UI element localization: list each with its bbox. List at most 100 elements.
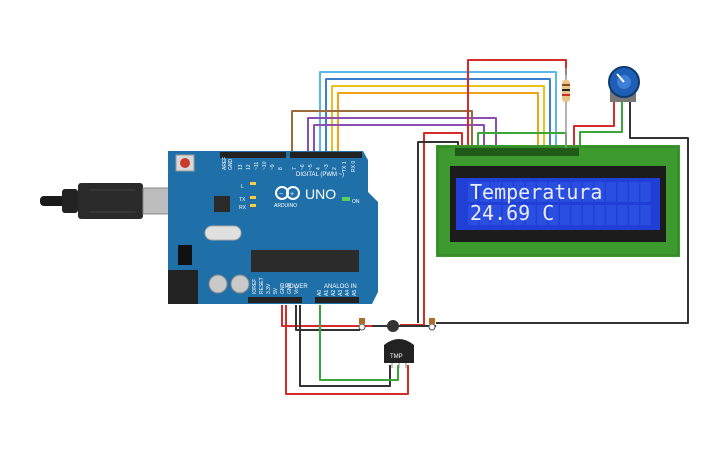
lcd-cell: [617, 182, 628, 202]
tmp-sensor[interactable]: TMP: [384, 339, 414, 368]
on-label: ON: [352, 199, 360, 205]
digital-label: DIGITAL (PWM ~): [296, 172, 344, 178]
pin-label: AREF: [222, 157, 228, 170]
pin-label: 3.3V: [266, 283, 272, 294]
pin-label: Vin: [294, 287, 300, 294]
rx-label: RX: [239, 205, 247, 211]
board-model: UNO: [305, 186, 336, 202]
pin-label: ~5: [308, 164, 314, 170]
lcd-cell: [502, 205, 513, 225]
pin-label: 2: [332, 167, 338, 170]
arduino-logo-icon: − +: [275, 186, 300, 200]
pin-label: 8: [278, 167, 284, 170]
wire-black-gnd[interactable]: [299, 305, 391, 387]
lcd-cell: [479, 205, 490, 225]
wire-black-pot[interactable]: [436, 100, 689, 324]
pin-label: 12: [246, 164, 252, 170]
arduino-board[interactable]: − + UNO ARDUINO DIGITAL (PWM ~) POWER AN…: [168, 151, 378, 304]
lcd-cell: [629, 182, 639, 202]
pin-label: ~10: [262, 161, 268, 170]
lcd-cell: [479, 182, 490, 202]
wire-red-rail[interactable]: [281, 305, 372, 327]
wire-green-a0[interactable]: [319, 305, 399, 381]
lcd-cell: [502, 182, 513, 202]
lcd-cell: [514, 205, 524, 225]
lcd-cell: [548, 182, 559, 202]
board-brand: ARDUINO: [274, 203, 297, 209]
wire-lightblue[interactable]: [319, 71, 557, 157]
lcd-cell: [583, 182, 593, 202]
lcd-cell: [629, 205, 639, 225]
power-label: POWER: [285, 284, 308, 290]
svg-text:+: +: [290, 191, 294, 198]
lcd-cell: [617, 205, 628, 225]
pin-label: 4: [316, 167, 322, 170]
wire-red-pot[interactable]: [573, 100, 615, 148]
lcd-cell: [594, 205, 605, 225]
l-label: L: [241, 184, 244, 190]
top-pin-labels: AREF GND 13 12 ~11 ~10 ~9 8 7 ~6 ~5 4 ~3…: [222, 157, 357, 172]
wire-black-rail[interactable]: [295, 305, 360, 331]
lcd-cell: [571, 205, 582, 225]
lcd-cell: [640, 205, 651, 225]
pin-label: 5V: [273, 287, 279, 294]
lcd-cell: [525, 182, 536, 202]
pin-label: 13: [238, 164, 244, 170]
lcd-cell: [606, 205, 616, 225]
lcd-cell: [640, 182, 651, 202]
pin-label: ~6: [300, 164, 306, 170]
lcd-cell: [560, 205, 570, 225]
junctions: [358, 318, 436, 331]
lcd-cell: [606, 182, 616, 202]
pin-label: A1: [324, 290, 330, 296]
pin-label: GND: [280, 283, 286, 295]
pin-label: A3: [338, 290, 344, 296]
lcd-cell: [594, 182, 605, 202]
wire-red-top[interactable]: [467, 59, 567, 148]
pin-label: A5: [352, 290, 358, 296]
lcd-cell: [468, 205, 478, 225]
reset-button-icon[interactable]: [175, 154, 195, 172]
pin-label: ~11: [254, 162, 260, 170]
lcd-cell: [491, 182, 501, 202]
lcd-cell: [537, 182, 547, 202]
wire-green-pot[interactable]: [579, 100, 623, 148]
lcd-module[interactable]: Temperatura 24.69 C: [436, 145, 680, 257]
lcd-cell: [571, 182, 582, 202]
power-pin-labels: IOREF RESET 3.3V 5V GND GND Vin: [252, 277, 300, 294]
analog-label: ANALOG IN: [324, 284, 357, 290]
lcd-cell-grid: [468, 182, 651, 225]
bus-component[interactable]: [387, 320, 399, 332]
pin-label: RESET: [259, 277, 265, 294]
resistor-icon[interactable]: [562, 68, 570, 148]
pin-label: A0: [317, 290, 323, 296]
potentiometer-icon[interactable]: [608, 66, 640, 102]
lcd-cell: [491, 205, 501, 225]
wire-purple-2[interactable]: [313, 124, 485, 157]
sensor-label: TMP: [390, 354, 403, 360]
lcd-cell: [514, 182, 524, 202]
wire-brown[interactable]: [291, 110, 473, 157]
pin-label: 7: [292, 167, 298, 170]
usb-plug-icon[interactable]: [40, 183, 174, 219]
wire-red-vcc[interactable]: [285, 305, 409, 395]
lcd-cell: [560, 182, 570, 202]
svg-text:−: −: [279, 191, 283, 198]
wire-yellow[interactable]: [331, 85, 545, 157]
pin-label: GND: [228, 159, 234, 171]
tx-label: TX: [239, 197, 246, 203]
lcd-line-2: 24.69 C: [470, 201, 554, 225]
lcd-cell: [468, 182, 478, 202]
analog-pin-labels: A0 A1 A2 A3 A4 A5: [317, 290, 358, 296]
lcd-cell: [548, 205, 559, 225]
pin-label: A2: [331, 290, 337, 296]
pin-label: A4: [345, 290, 351, 296]
lcd-cell: [583, 205, 593, 225]
lcd-cell: [525, 205, 536, 225]
lcd-cell: [537, 205, 547, 225]
pin-label: TX 1: [342, 161, 348, 172]
pin-label: ~9: [270, 164, 276, 170]
lcd-line-1: Temperatura: [470, 180, 602, 204]
pin-label: IOREF: [252, 279, 258, 294]
